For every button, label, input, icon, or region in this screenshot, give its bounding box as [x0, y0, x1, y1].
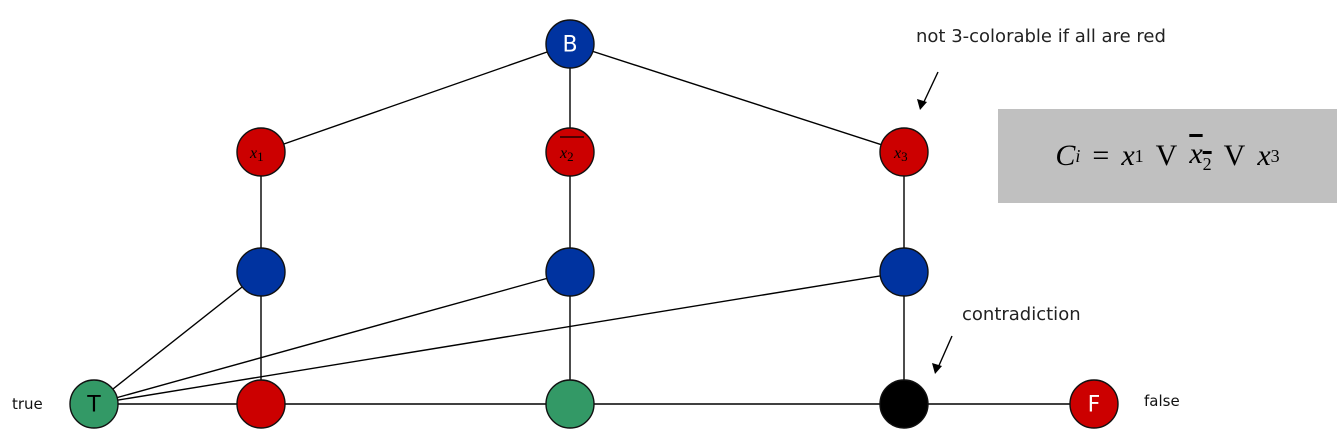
annotation-contradiction: contradiction: [962, 304, 1081, 325]
node-b-label: B: [562, 33, 577, 58]
arrow-contradiction: [936, 335, 953, 371]
clause-or-2: V: [1223, 139, 1246, 172]
node-t-label: T: [86, 393, 101, 418]
node-x2-label: x2: [559, 145, 574, 164]
node-bot1: [236, 379, 286, 429]
annotation-not-colorable: not 3-colorable if all are red: [916, 26, 1166, 47]
clause-lhs-var: C: [1055, 139, 1076, 172]
node-f-label: F: [1088, 393, 1101, 418]
node-f: [1069, 379, 1119, 429]
edge-t-mid1: [93, 271, 262, 405]
node-x1-label: x1: [249, 145, 264, 164]
clause-term-2: x2: [1189, 137, 1211, 175]
edge-t-mid2: [93, 271, 571, 405]
label-true: true: [12, 395, 43, 413]
nodes: B x1 x2 x3 T F: [69, 19, 1119, 429]
node-mid1: [236, 247, 286, 297]
arrow-contradiction-head: [932, 363, 942, 374]
arrow-not-colorable: [921, 71, 939, 107]
edge-t-mid3: [93, 271, 905, 405]
edge-b-x1: [260, 43, 571, 153]
clause-term-1-sub: 1: [1134, 145, 1144, 166]
node-x3: [879, 127, 929, 177]
clause-term-3-var: x: [1257, 139, 1271, 172]
node-x2: [545, 127, 595, 177]
clause-lhs-sub: i: [1075, 145, 1081, 166]
edges: [93, 43, 1094, 405]
node-mid3: [879, 247, 929, 297]
node-mid2: [545, 247, 595, 297]
edge-b-x3: [569, 43, 905, 153]
node-t: [69, 379, 119, 429]
label-false: false: [1144, 392, 1180, 410]
node-x1: [236, 127, 286, 177]
clause-term-2-sub: 2: [1202, 154, 1212, 174]
node-bot3: [879, 379, 929, 429]
node-b: [545, 19, 595, 69]
clause-or-1: V: [1155, 139, 1178, 172]
arrow-not-colorable-head: [917, 99, 927, 110]
node-x3-label: x3: [893, 145, 908, 164]
clause-equals: =: [1092, 139, 1110, 172]
clause-term-1-var: x: [1121, 139, 1135, 172]
clause-term-3-sub: 3: [1270, 145, 1280, 166]
node-bot2: [545, 379, 595, 429]
clause-term-2-var: x: [1189, 137, 1203, 170]
